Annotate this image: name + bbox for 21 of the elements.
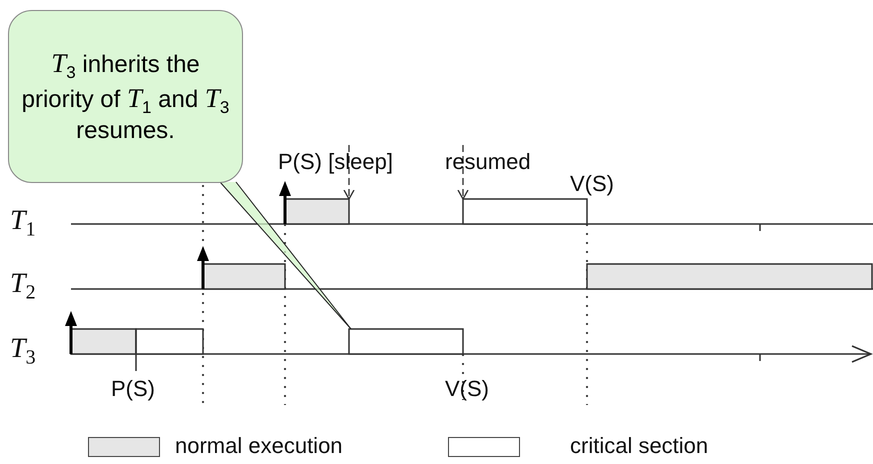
event-label: resumed [445, 151, 531, 173]
normal-execution-bar [284, 198, 350, 225]
legend-label: critical section [570, 435, 708, 457]
critical-section-bar [462, 198, 588, 225]
normal-execution-bar [586, 263, 873, 290]
event-arrow [343, 145, 355, 200]
normal-execution-bar [70, 328, 137, 355]
critical-section-bar [348, 328, 464, 355]
task-label: T$_{1}$ [10, 207, 36, 240]
callout-text: T$_{3}$ inherits the priority of T$_{1}$ and T$_{3}$ resumes. [20, 48, 230, 145]
event-arrow [457, 145, 469, 200]
event-label: V(S) [445, 378, 489, 400]
task-label: T$_{3}$ [10, 335, 36, 368]
event-label: P(S) [111, 378, 155, 400]
normal-execution-bar [202, 263, 286, 290]
legend-label: normal execution [175, 435, 343, 457]
task-label: T$_{2}$ [10, 270, 36, 303]
callout-bubble [8, 10, 243, 183]
critical-section-bar [135, 328, 204, 355]
event-label: P(S) [sleep] [278, 151, 393, 173]
event-label: V(S) [570, 173, 614, 195]
